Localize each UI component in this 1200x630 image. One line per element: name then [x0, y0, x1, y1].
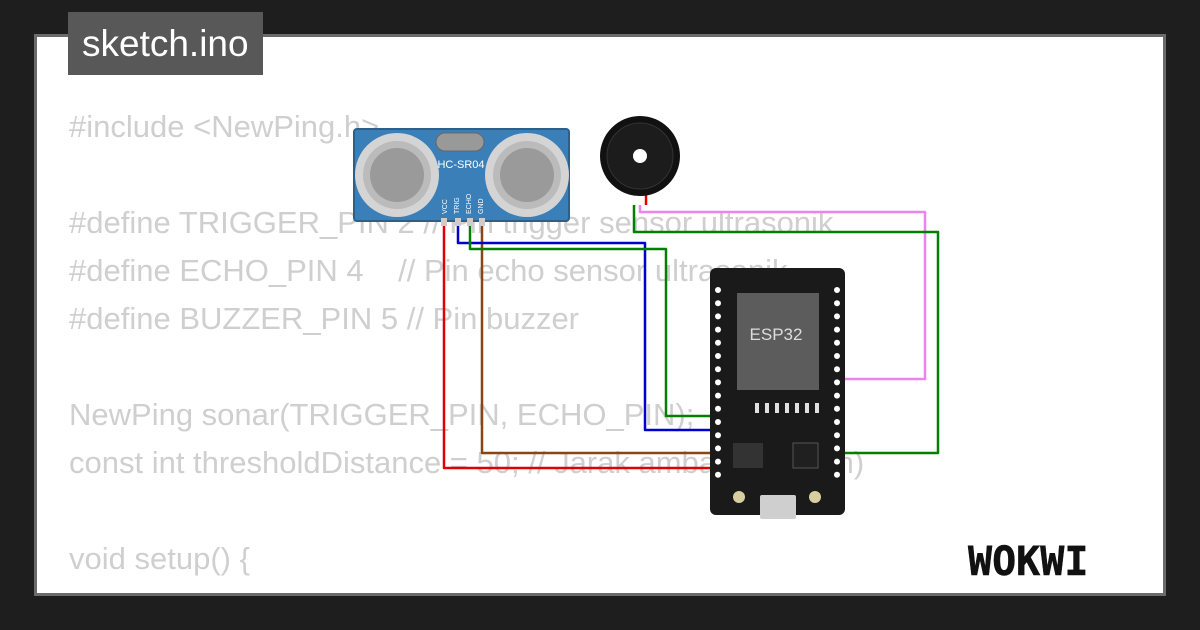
header-pin[interactable]	[834, 353, 840, 359]
header-pin[interactable]	[715, 339, 721, 346]
vcc-wire[interactable]	[442, 220, 723, 470]
pin-label-gnd: GND	[478, 198, 485, 214]
header-pin[interactable]	[715, 405, 721, 412]
page-title: sketch.ino	[68, 12, 263, 75]
header-pin[interactable]	[834, 471, 840, 478]
pin-header-right	[834, 287, 840, 478]
chip-pad	[775, 403, 779, 413]
header-pin[interactable]	[715, 300, 721, 307]
chip-pads	[755, 403, 819, 413]
header-pin[interactable]	[715, 379, 721, 386]
board-label: ESP32	[750, 325, 803, 344]
header-pin[interactable]	[834, 405, 840, 412]
chip-pad	[755, 403, 759, 413]
code-line: Serial.begin(115200);	[69, 583, 864, 593]
header-pin[interactable]	[834, 326, 840, 333]
ultrasonic-sensor[interactable]: HC-SR04 VCC TRIG ECHO GND	[353, 128, 570, 226]
header-pin[interactable]	[834, 458, 840, 465]
header-pin[interactable]	[834, 419, 840, 425]
header-pin[interactable]	[834, 313, 840, 320]
pin-header-left	[715, 287, 721, 478]
echo-wire[interactable]	[480, 220, 723, 455]
header-pin[interactable]	[834, 379, 840, 386]
buzzer-gnd-wire[interactable]	[632, 205, 940, 455]
header-pin[interactable]	[834, 392, 840, 399]
header-pin[interactable]	[715, 432, 721, 439]
chip-pad	[815, 403, 819, 413]
buzzer-icon[interactable]	[600, 116, 680, 196]
wokwi-logo: WOKWI	[965, 535, 1140, 592]
header-pin[interactable]	[834, 432, 840, 439]
header-pin[interactable]	[715, 313, 721, 320]
header-pin[interactable]	[715, 458, 721, 465]
brand-name: WOKWI	[968, 539, 1088, 585]
esp32-board[interactable]: ESP32	[710, 268, 845, 519]
header-pin[interactable]	[834, 339, 840, 346]
header-pin[interactable]	[715, 326, 721, 333]
chip-pad	[795, 403, 799, 413]
chip-pad	[765, 403, 769, 413]
code-line: #define ECHO_PIN 4 // Pin echo sensor ul…	[69, 253, 788, 288]
header-pin[interactable]	[715, 353, 721, 359]
chip-pad	[785, 403, 789, 413]
pin-label-trig: TRIG	[454, 197, 461, 214]
pin-label-echo: ECHO	[466, 193, 473, 214]
header-pin[interactable]	[715, 445, 721, 452]
header-pin[interactable]	[834, 300, 840, 307]
sensor-label: HC-SR04	[437, 159, 484, 171]
buzzer-signal-wire[interactable]	[638, 205, 927, 381]
pin-label-vcc: VCC	[442, 199, 449, 214]
header-pin[interactable]	[834, 445, 840, 452]
code-line: void setup() {	[69, 541, 250, 576]
header-pin[interactable]	[715, 366, 721, 373]
header-pin[interactable]	[715, 419, 721, 425]
transducer-right	[485, 133, 569, 217]
transducer-left	[355, 133, 439, 217]
code-line: #define BUZZER_PIN 5 // Pin buzzer	[69, 301, 580, 336]
header-pin[interactable]	[834, 287, 840, 293]
header-pin[interactable]	[715, 471, 721, 478]
header-pin[interactable]	[715, 392, 721, 399]
header-pin[interactable]	[834, 366, 840, 373]
chip-pad	[805, 403, 809, 413]
code-line: #include <NewPing.h>	[69, 109, 380, 144]
header-pin[interactable]	[715, 287, 721, 293]
